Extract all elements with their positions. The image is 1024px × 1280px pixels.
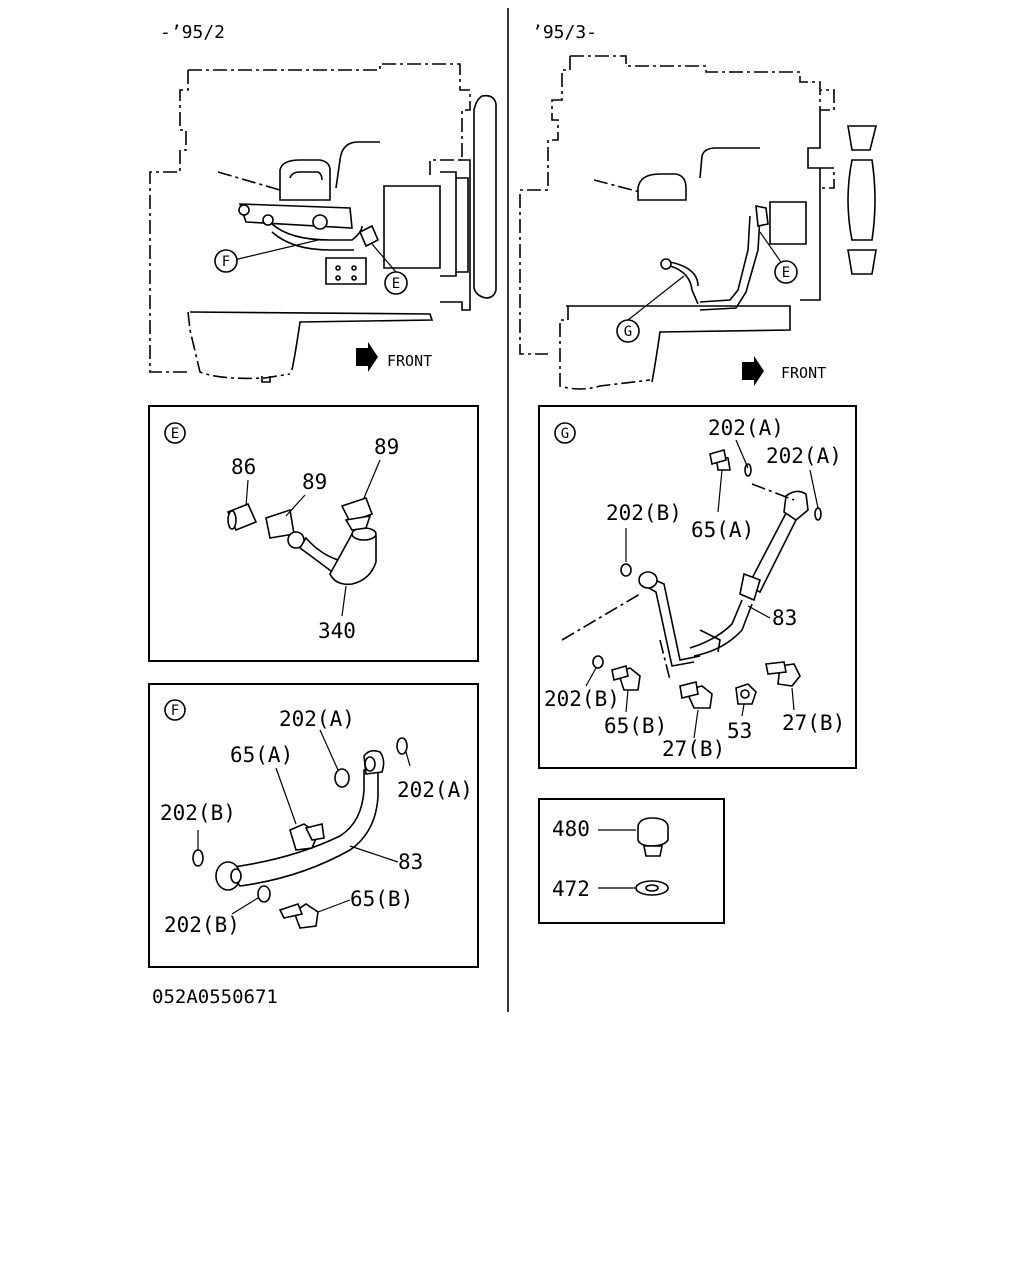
detail-G-callout: G [554, 422, 576, 444]
label-F-65A: 65(A) [230, 743, 293, 767]
svg-text:E: E [392, 276, 400, 292]
svg-text:F: F [222, 254, 230, 270]
detail-E-callout: E [164, 422, 186, 444]
callout-E-right: E [774, 260, 798, 284]
label-F-202B-left: 202(B) [160, 801, 236, 825]
callout-F-left: F [214, 249, 238, 273]
label-E-340: 340 [318, 619, 356, 643]
label-G-202A-right: 202(A) [766, 444, 842, 468]
label-E-86: 86 [231, 455, 256, 479]
label-G-65A: 65(A) [691, 518, 754, 542]
callout-G-right: G [616, 319, 640, 343]
label-plug-472: 472 [552, 877, 590, 901]
label-E-89-left: 89 [302, 470, 327, 494]
front-label-left: FRONT [387, 352, 432, 370]
front-arrow-left-icon [356, 342, 378, 372]
engine-view-left [149, 63, 497, 383]
detail-E-parts [226, 459, 381, 617]
label-G-83: 83 [772, 606, 797, 630]
label-F-202A-right: 202(A) [397, 778, 473, 802]
plug-parts [598, 817, 669, 896]
front-label-right: FRONT [781, 364, 826, 382]
detail-F-parts [192, 729, 411, 929]
svg-text:E: E [782, 265, 790, 281]
engine-view-right [519, 55, 878, 390]
label-G-202B-top: 202(B) [606, 501, 682, 525]
detail-E-box [148, 405, 479, 662]
plug-detail-box [538, 798, 725, 924]
label-G-27B-right: 27(B) [782, 711, 845, 735]
label-G-65B: 65(B) [604, 714, 667, 738]
detail-G-parts [561, 439, 822, 739]
svg-text:E: E [171, 426, 179, 442]
svg-text:G: G [561, 426, 569, 442]
label-G-202A-top: 202(A) [708, 416, 784, 440]
detail-F-callout: F [164, 699, 186, 721]
label-F-202B-bottom: 202(B) [164, 913, 240, 937]
label-E-89-right: 89 [374, 435, 399, 459]
svg-text:F: F [171, 703, 179, 719]
header-right: ’95/3- [532, 22, 597, 43]
detail-G-box [538, 405, 857, 769]
svg-text:G: G [624, 324, 632, 340]
label-G-27B-mid: 27(B) [662, 737, 725, 761]
callout-E-left: E [384, 271, 408, 295]
header-left: -’95/2 [160, 22, 225, 43]
front-arrow-right-icon [742, 356, 764, 386]
label-G-202B-bottom: 202(B) [544, 687, 620, 711]
detail-F-box [148, 683, 479, 968]
label-F-65B: 65(B) [350, 887, 413, 911]
label-F-202A-top: 202(A) [279, 707, 355, 731]
label-G-53: 53 [727, 719, 752, 743]
diagram-code: 052A0550671 [152, 986, 278, 1008]
label-F-83: 83 [398, 850, 423, 874]
label-plug-480: 480 [552, 817, 590, 841]
